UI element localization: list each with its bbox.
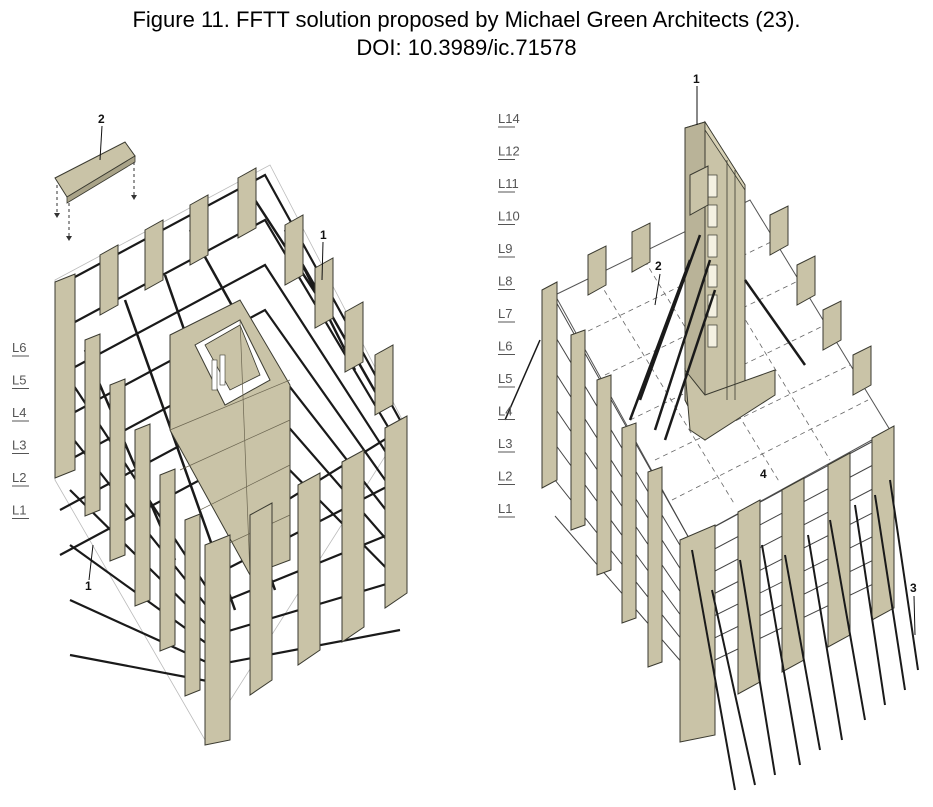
left-beam-ring xyxy=(59,218,401,448)
left-front-panel xyxy=(159,468,176,652)
left-callout-base: 1 xyxy=(85,579,92,593)
left-callouts: 2 1 1 xyxy=(85,112,327,593)
right-corner-panel xyxy=(541,281,558,489)
left-floating-panel xyxy=(54,141,137,241)
right-top-panel xyxy=(796,255,816,306)
left-level-label: L4 xyxy=(12,405,26,420)
right-level-label: L2 xyxy=(498,469,512,484)
left-back-panel xyxy=(237,167,257,239)
left-level-label: L6 xyxy=(12,340,26,355)
left-front-panel xyxy=(134,423,151,607)
right-callout-core: 1 xyxy=(693,72,700,86)
left-front-panel xyxy=(84,333,101,517)
right-top-panel xyxy=(631,222,651,273)
left-central-core xyxy=(169,299,291,576)
right-callout-braces: 2 xyxy=(655,259,662,273)
right-long-brace xyxy=(691,549,736,791)
right-top-panel xyxy=(852,345,872,396)
right-top-panel xyxy=(587,245,607,296)
right-level-label: L1 xyxy=(498,501,512,516)
right-front-panel xyxy=(570,329,586,531)
right-long-brace xyxy=(889,479,919,671)
left-corner-panel xyxy=(54,273,76,479)
right-level-label: L14 xyxy=(498,111,520,126)
right-long-brace xyxy=(784,554,821,751)
left-back-panel xyxy=(144,219,164,291)
left-front-panel xyxy=(184,513,201,697)
right-long-brace xyxy=(711,589,756,786)
right-callouts: 1 2 4 3 xyxy=(654,72,917,636)
right-level-label: L7 xyxy=(498,306,512,321)
right-level-label: L11 xyxy=(498,176,519,191)
right-level-label: L10 xyxy=(498,209,520,224)
caption-doi: DOI: 10.3989/ic.71578 xyxy=(356,35,577,60)
left-side-panel xyxy=(384,415,408,609)
left-side-panel xyxy=(341,449,365,643)
caption-title: Figure 11. FFTT solution proposed by Mic… xyxy=(132,7,801,32)
right-callout-slab: 4 xyxy=(760,467,767,481)
left-wall-panels xyxy=(54,167,408,746)
right-front-panel xyxy=(621,422,637,624)
right-long-brace xyxy=(874,494,906,691)
right-level-label: L6 xyxy=(498,339,512,354)
right-front-corner-panel xyxy=(679,524,716,743)
left-front-corner-panel xyxy=(204,534,231,746)
right-long-brace xyxy=(854,504,886,706)
right-long-brace xyxy=(807,534,843,741)
figure-caption: Figure 11. FFTT solution proposed by Mic… xyxy=(0,6,933,62)
right-level-label: L4 xyxy=(498,404,512,419)
left-beam-ring xyxy=(59,308,401,502)
right-top-panel xyxy=(822,300,842,351)
left-back-panel xyxy=(374,344,394,416)
right-long-brace xyxy=(739,559,776,776)
left-level-label: L5 xyxy=(12,373,26,388)
right-front-panel xyxy=(596,374,612,576)
left-side-panel xyxy=(297,472,321,666)
right-core-braces xyxy=(628,234,807,441)
left-back-panel xyxy=(189,194,209,266)
left-back-panel xyxy=(284,214,304,286)
right-side-braces xyxy=(504,339,541,421)
left-callout-panel: 2 xyxy=(98,112,105,126)
left-side-panel xyxy=(249,502,273,696)
right-level-label: L3 xyxy=(498,436,512,451)
right-top-panel xyxy=(689,165,709,216)
right-long-braces xyxy=(691,479,919,791)
right-front-panel xyxy=(647,466,663,668)
right-level-label: L5 xyxy=(498,371,512,386)
left-front-panel xyxy=(109,378,126,562)
right-long-brace xyxy=(761,544,801,766)
right-level-label: L12 xyxy=(498,144,520,159)
right-callout-bracing: 3 xyxy=(910,581,917,595)
left-back-panel xyxy=(99,244,119,316)
left-level-label: L3 xyxy=(12,438,26,453)
left-callout-frame: 1 xyxy=(320,228,327,242)
left-beam-ring xyxy=(59,263,401,475)
right-side-panel xyxy=(871,425,895,621)
right-level-label: L8 xyxy=(498,274,512,289)
left-back-panel xyxy=(314,257,334,329)
left-level-label: L2 xyxy=(12,470,26,485)
right-top-panel xyxy=(769,205,789,256)
left-back-panel xyxy=(344,301,364,373)
right-wall-panels xyxy=(541,165,895,743)
right-long-brace xyxy=(829,519,866,721)
right-level-label: L9 xyxy=(498,241,512,256)
left-level-label: L1 xyxy=(12,503,26,518)
